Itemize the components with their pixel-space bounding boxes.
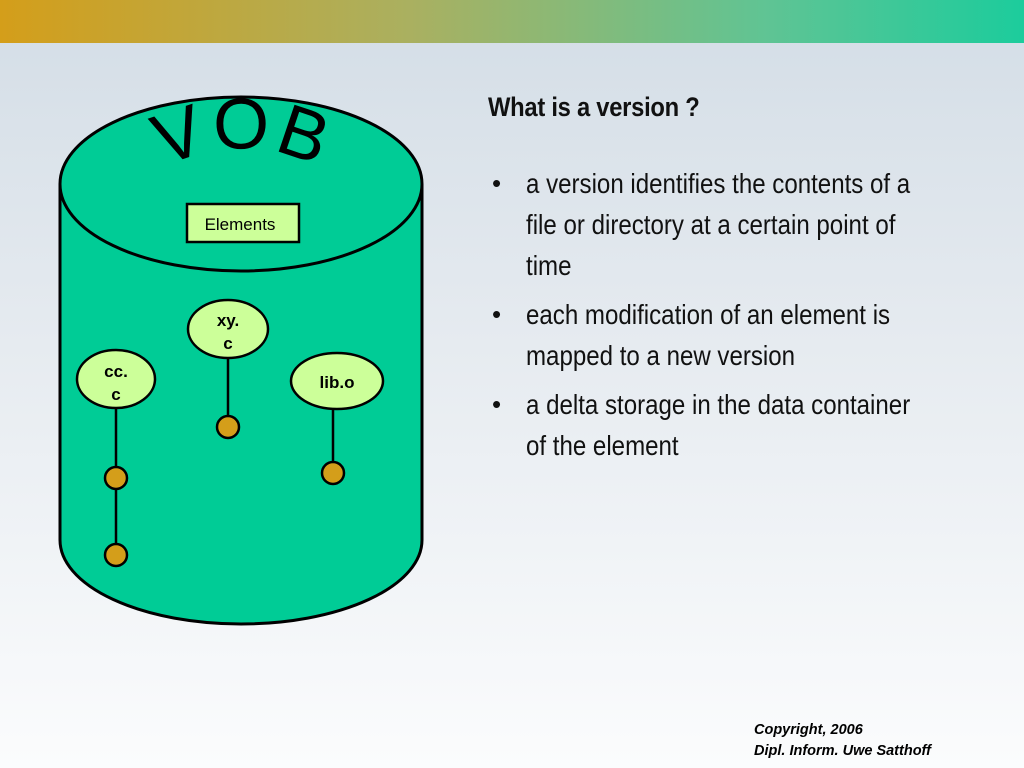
element-node-cc-label-line2: c: [111, 385, 120, 404]
text-panel: What is a version ? • a version identifi…: [488, 92, 958, 474]
version-dot: [103, 465, 129, 491]
slide-title: What is a version ?: [488, 92, 700, 122]
vob-cylinder-body: [58, 184, 424, 626]
element-node-lib-label: lib.o: [320, 373, 355, 392]
bullet-icon: •: [492, 389, 502, 419]
version-dot: [103, 542, 129, 568]
element-node-lib: [289, 351, 385, 411]
bullet-icon: •: [492, 299, 502, 329]
elements-box-label: Elements: [205, 215, 276, 234]
vob-cylinder-top: [58, 95, 424, 273]
elements-box: [185, 202, 301, 244]
bullet-icon: •: [492, 168, 502, 198]
element-node-xy-label-line1: xy.: [217, 311, 239, 330]
bullet-text: a version identifies the contents of a f…: [526, 168, 911, 281]
copyright-footer: Copyright, 2006 Dipl. Inform. Uwe Sattho…: [754, 720, 1014, 762]
bullet-item: • each modification of an element is map…: [488, 294, 958, 376]
bullet-item: • a delta storage in the data container …: [488, 384, 958, 466]
bullet-text: a delta storage in the data container of…: [526, 389, 911, 461]
element-node-cc: [75, 348, 157, 410]
copyright-line1: Copyright, 2006: [754, 722, 863, 738]
bullet-item: • a version identifies the contents of a…: [488, 163, 958, 286]
top-accent-bar: [0, 0, 1024, 43]
element-node-xy: [186, 298, 270, 360]
version-dot: [215, 414, 241, 440]
bullet-list: • a version identifies the contents of a…: [488, 163, 958, 466]
element-node-xy-label-line2: c: [223, 334, 232, 353]
bullet-text: each modification of an element is mappe…: [526, 299, 891, 371]
version-dot: [320, 460, 346, 486]
copyright-line2: Dipl. Inform. Uwe Satthoff: [754, 743, 931, 759]
element-node-cc-label-line1: cc.: [104, 362, 128, 381]
